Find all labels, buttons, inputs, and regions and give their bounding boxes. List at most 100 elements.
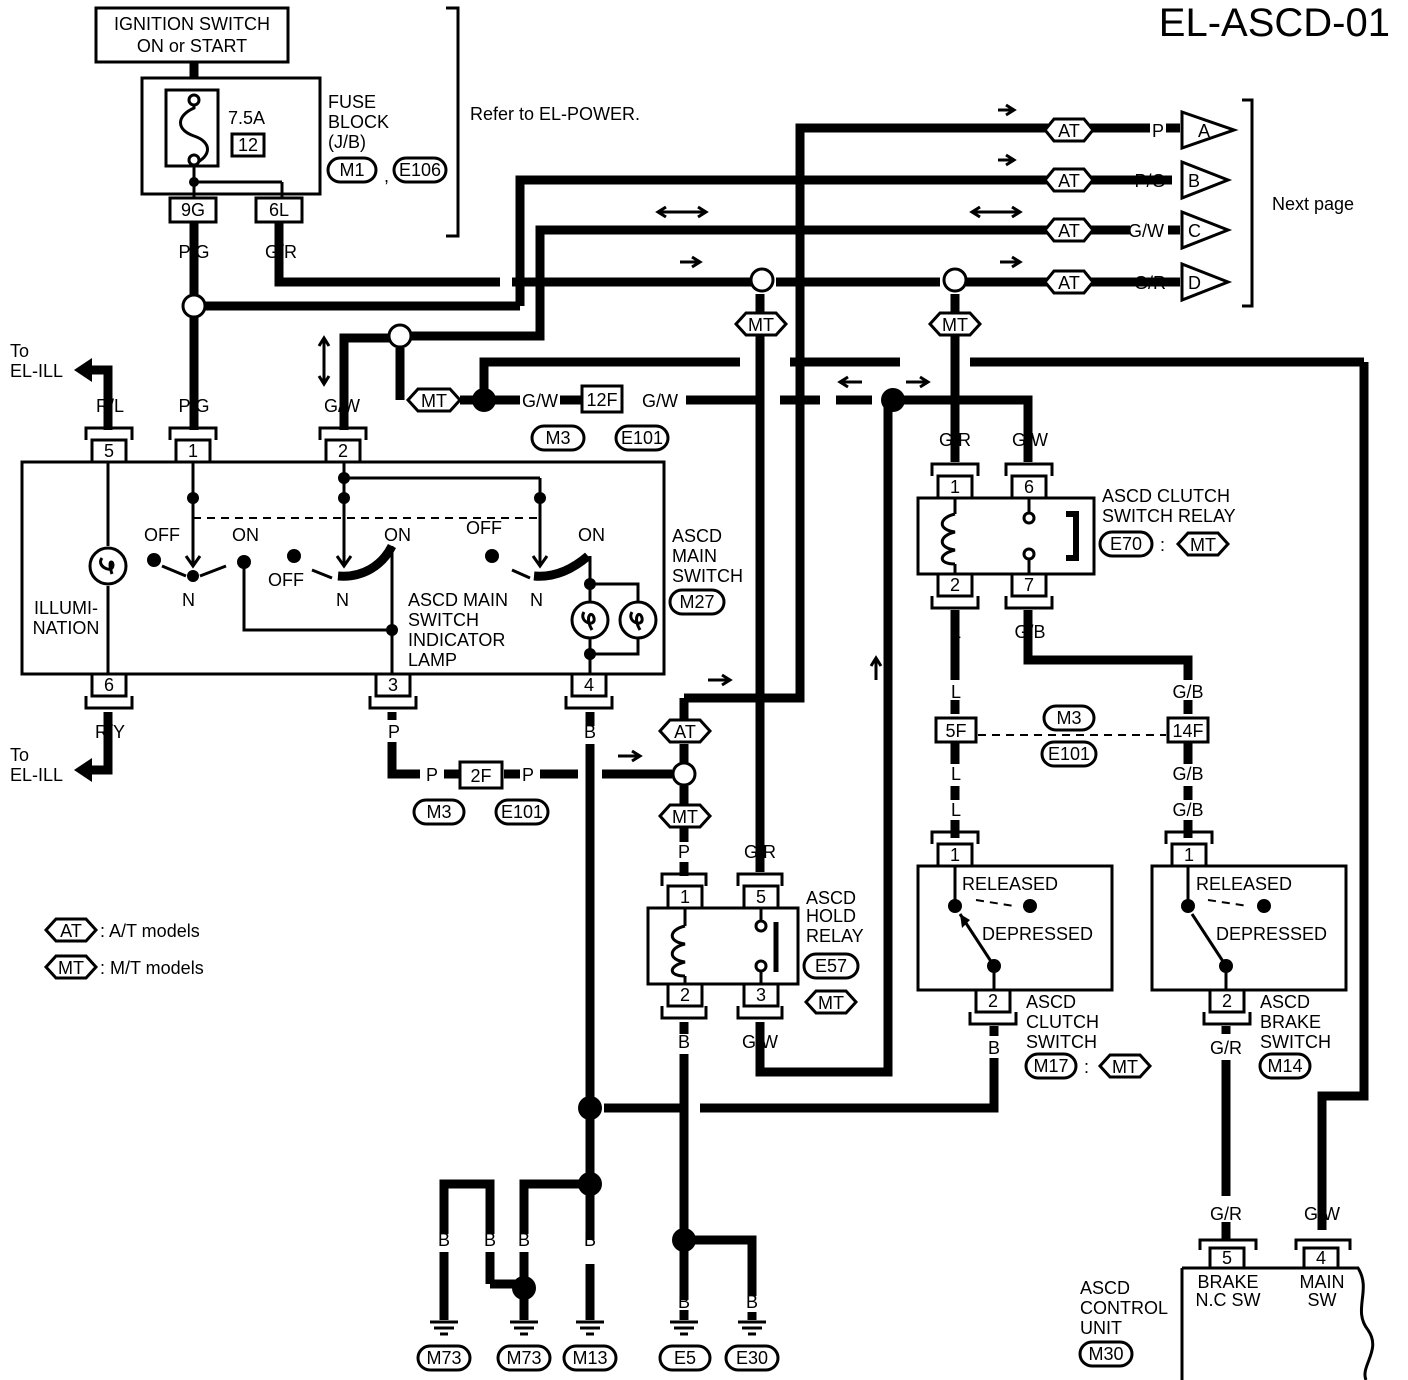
at-tag: AT [674, 722, 696, 742]
pin-12f: 12F [586, 390, 617, 410]
to-label: To [10, 341, 29, 361]
main-switch-name: ASCD [672, 526, 722, 546]
pin-label: 1 [680, 887, 690, 907]
pin-label: 5 [756, 887, 766, 907]
wire-label-gr: G/R [744, 842, 776, 862]
next-page-bracket [1242, 98, 1254, 308]
pin-2: 2 [318, 426, 368, 464]
hold-relay-name-3: RELAY [806, 926, 864, 946]
wire-label-p: P [388, 722, 400, 742]
pin-label: 7 [1024, 575, 1034, 595]
hold-relay-name-2: HOLD [806, 906, 856, 926]
pin-label: 2 [680, 985, 690, 1005]
fuse-separator: , [384, 166, 389, 186]
wire-label-gb: G/B [1172, 764, 1203, 784]
connector-m17: M17 [1033, 1056, 1068, 1076]
pin-5f: 5F [945, 721, 966, 741]
pin-label: 1 [1184, 845, 1194, 865]
ground-m73-a: M73 [416, 1320, 472, 1372]
wire-label-l: L [951, 622, 961, 642]
flow-arrows [317, 103, 1023, 763]
connector-m3: M3 [545, 428, 570, 448]
wire-label-gr: G/R [265, 242, 297, 262]
pin-1: 1 [168, 426, 218, 464]
wire-label-l: L [951, 764, 961, 784]
fuse-connector-m1: M1 [339, 160, 364, 180]
pin-6: 6 [84, 672, 134, 710]
wire-label-gr: G/R [939, 430, 971, 450]
refer-note: Refer to EL-POWER. [470, 104, 640, 124]
wire-color: G/R [1134, 273, 1166, 293]
legend: AT : A/T models MT : M/T models [43, 917, 204, 980]
connector-e101: E101 [621, 428, 663, 448]
pin-label: 6 [1024, 477, 1034, 497]
wire-label-b: B [746, 1292, 758, 1312]
wire-color: P [1152, 121, 1164, 141]
next-page-label: Next page [1272, 194, 1354, 214]
control-unit-name: ASCD [1080, 1278, 1130, 1298]
pin-label: 1 [950, 477, 960, 497]
pin-label: 4 [584, 675, 594, 695]
mt-tag: MT [748, 315, 774, 335]
pin-label: 1 [950, 845, 960, 865]
ascd-clutch-switch-relay: 1 6 2 7 ASCD CLUTCH SWITCH RELAY E70 : M… [916, 462, 1236, 610]
brake-switch-name-2: BRAKE [1260, 1012, 1321, 1032]
lamp-label-4: LAMP [408, 650, 457, 670]
output-row-a: AT P A [1043, 109, 1239, 151]
switch-on-label: ON [578, 525, 605, 545]
wire-label-gw: G/W [522, 391, 558, 411]
at-tag: AT [1058, 171, 1080, 191]
ignition-sublabel: ON or START [137, 36, 247, 56]
junctions [472, 388, 905, 1300]
pin-label: 5 [1222, 1248, 1232, 1268]
lamp-label-3: INDICATOR [408, 630, 505, 650]
at-tag: AT [1058, 273, 1080, 293]
colon: : [1160, 535, 1165, 555]
illumination-label: ILLUMI- [34, 598, 98, 618]
lamp-label-2: SWITCH [408, 610, 479, 630]
wire-label-gr: G/R [1210, 1038, 1242, 1058]
connector-5f-14f: 5F 14F M3 E101 [934, 704, 1210, 768]
ascd-clutch-switch: 1 2 RELEASED DEPRESSED ASCD CLUTCH SWITC… [916, 830, 1153, 1080]
at-tag-hold: AT [657, 718, 713, 744]
ground-m73-b: M73 [496, 1320, 552, 1372]
mt-tag: MT [942, 315, 968, 335]
wire-color: P/G [1134, 171, 1165, 191]
main-switch-name-3: SWITCH [672, 566, 743, 586]
ground-label: E30 [736, 1348, 768, 1368]
connector-2f: 2F P M3 E101 [412, 760, 550, 826]
wiring [74, 123, 1369, 1320]
depressed-label: DEPRESSED [1216, 924, 1327, 944]
pin-label: 3 [388, 675, 398, 695]
brake-nc-label: BRAKE [1197, 1272, 1258, 1292]
at-tag: AT [1058, 221, 1080, 241]
ground-m13: M13 [562, 1320, 618, 1372]
main-sw-label-2: SW [1308, 1290, 1337, 1310]
mt-tag: MT [1112, 1057, 1138, 1077]
connector-12f: 12F G/W M3 E101 [530, 384, 678, 452]
mt-tag: MT [421, 391, 447, 411]
wire-label-gw: G/W [324, 396, 360, 416]
wire-label-gr: G/R [1210, 1204, 1242, 1224]
pin-14f: 14F [1172, 721, 1203, 741]
pin-label: 5 [104, 441, 114, 461]
legend-tag: AT [60, 921, 82, 941]
control-unit-name-3: UNIT [1080, 1318, 1122, 1338]
to-el-ill-top: EL-ILL [10, 361, 63, 381]
ground-label: M13 [572, 1348, 607, 1368]
fuse-label-2: BLOCK [328, 112, 389, 132]
fuse-pin-6l: 6L [269, 200, 289, 220]
mt-tag: MT [1190, 535, 1216, 555]
lamp-label: ASCD MAIN [408, 590, 508, 610]
page-title: EL-ASCD-01 [1159, 1, 1390, 45]
mt-tag: MT [818, 993, 844, 1013]
switch-n-label: N [530, 590, 543, 610]
wire-label-b: B [484, 1230, 496, 1250]
clutch-switch-name-2: CLUTCH [1026, 1012, 1099, 1032]
switch-on-label: ON [384, 525, 411, 545]
ignition-label: IGNITION SWITCH [114, 14, 270, 34]
wire-label-gw: G/W [742, 1032, 778, 1052]
wire-label-b: B [988, 1038, 1000, 1058]
